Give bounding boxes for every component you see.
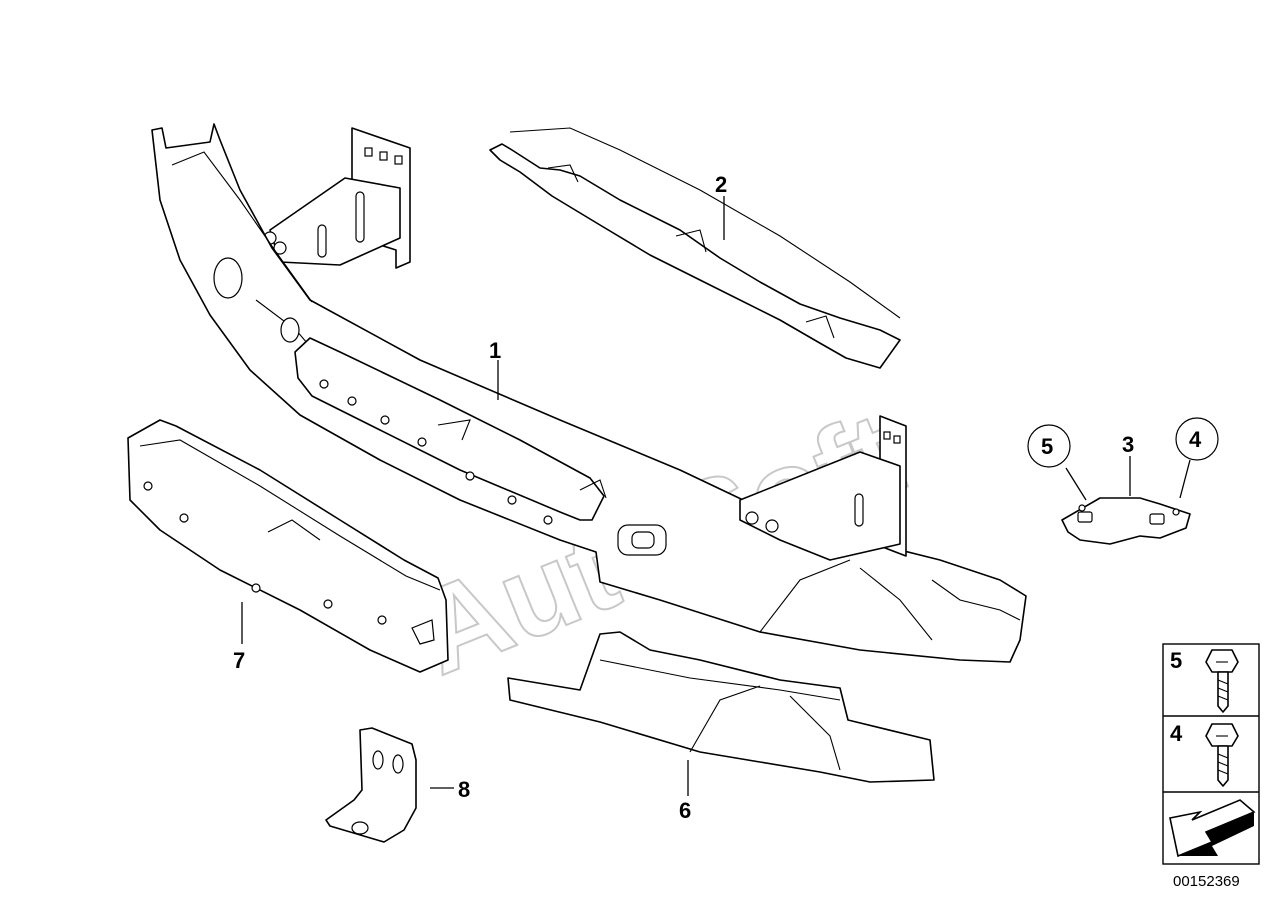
direction-arrow-icon (1169, 799, 1256, 858)
hex-flange-screw-icon (1205, 649, 1239, 713)
callout-4: 4 (1189, 427, 1202, 452)
part-8-bracket[interactable] (325, 727, 417, 843)
part-2-upper-strip[interactable] (489, 127, 901, 369)
legend-label-4: 4 (1170, 721, 1183, 746)
callout-2: 2 (715, 172, 727, 197)
hex-flange-screw-icon (1205, 723, 1239, 787)
part-6-lower-cover[interactable] (507, 631, 935, 783)
callout-8: 8 (458, 777, 470, 802)
callout-1: 1 (489, 338, 501, 363)
callout-3: 3 (1122, 432, 1134, 457)
callout-circle-4 (1175, 417, 1219, 461)
part-7-left-absorber[interactable] (127, 419, 449, 673)
fastener-legend: 5 4 (1162, 643, 1260, 865)
callout-5: 5 (1041, 434, 1053, 459)
legend-label-5: 5 (1170, 648, 1182, 673)
callout-6: 6 (679, 798, 691, 823)
document-number: 00152369 (1173, 873, 1240, 890)
part-3-clip-assembly[interactable] (1061, 497, 1191, 545)
callout-7: 7 (233, 648, 245, 673)
callout-circle-5 (1027, 424, 1071, 468)
part-1-bumper-carrier[interactable] (151, 123, 1027, 663)
